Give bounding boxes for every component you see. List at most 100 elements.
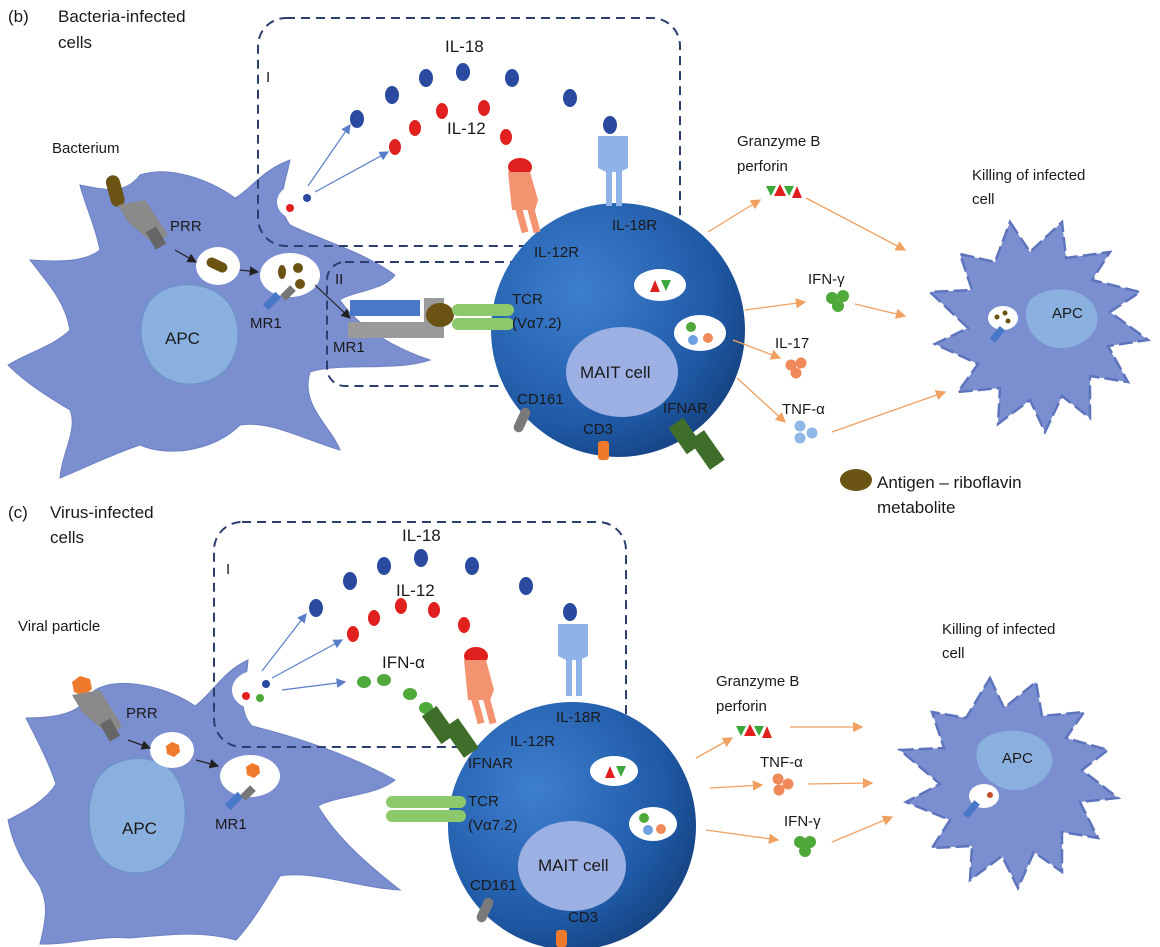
granzyme-b-tri-red — [650, 280, 660, 292]
apc-nucleus-c — [87, 757, 187, 874]
target-apc-label-c: APC — [1002, 750, 1033, 767]
prr-stem-b — [145, 226, 167, 250]
granule-b-2 — [674, 315, 726, 351]
cytokine-vesicle-b — [277, 183, 327, 221]
bacterium-label-b: Bacterium — [52, 140, 120, 157]
ifnar-label-c: IFNAR — [468, 755, 513, 772]
tcr-label-c-2: (Vα7.2) — [468, 817, 518, 834]
arrow-il18-release-c — [261, 613, 307, 672]
tnfa-label-b: TNF-α — [782, 401, 825, 418]
il18r-label-b: IL-18R — [612, 217, 657, 234]
il12-dots-c — [347, 598, 470, 642]
apc-nucleus-b — [140, 283, 240, 386]
mr1-small-c — [224, 791, 244, 811]
target-nucleus-c — [976, 730, 1053, 791]
mait-label-b: MAIT cell — [580, 363, 651, 382]
mr1-label-c: MR1 — [215, 816, 247, 833]
il12r-label-c: IL-12R — [510, 733, 555, 750]
vesicle-il18-b — [303, 194, 311, 202]
killing-label-b-2: cell — [972, 191, 995, 208]
granzyme-icon-b — [766, 184, 802, 198]
legend-antigen-line1: Antigen – riboflavin — [877, 473, 1022, 492]
prr-label-b: PRR — [170, 218, 202, 235]
prr-stem-c — [99, 718, 121, 742]
region-ii-box-b — [326, 261, 571, 387]
tcr-label-c-1: TCR — [468, 793, 499, 810]
granzyme-label-b-1: Granzyme B — [737, 133, 820, 150]
tcr-label-b-1: TCR — [512, 291, 543, 308]
killing-label-b-1: Killing of infected — [972, 167, 1085, 184]
vesicle-il12-b — [286, 204, 294, 212]
cd3-label-c: CD3 — [568, 909, 598, 926]
granule-c-1 — [590, 756, 638, 786]
target-vesicle-b — [988, 306, 1018, 330]
target-mr1-b — [989, 325, 1006, 343]
region-i-label-b: I — [266, 69, 270, 86]
ifnar-receptor-b — [668, 417, 725, 470]
virus-in-vesicle-c — [166, 742, 180, 757]
mait-nucleus-c — [518, 821, 626, 911]
mr1-tcr-complex-b — [348, 298, 514, 338]
granzyme-icon-c — [736, 724, 772, 738]
il17-icon-b — [785, 357, 807, 379]
cd3-receptor-c — [556, 930, 567, 947]
legend-antigen-line2: metabolite — [877, 498, 955, 517]
panel-b: (b) Bacteria-infected cells APC Bacteriu… — [7, 7, 1152, 479]
fragment-b-3 — [295, 279, 305, 289]
arrow-vesicle-mr1-b — [314, 284, 351, 319]
il18-label-c: IL-18 — [402, 526, 441, 545]
panel-b-title-line2: cells — [58, 33, 92, 52]
apc-label-b: APC — [165, 329, 200, 348]
mr1-small-c-grey — [240, 785, 256, 801]
apc-cell-c — [7, 659, 402, 945]
granzyme-label-c-1: Granzyme B — [716, 673, 799, 690]
target-mr1-c — [962, 800, 980, 819]
arrow-il18-release-b — [307, 124, 351, 187]
il18r-b — [598, 136, 628, 206]
ifnar-receptor-c — [421, 705, 479, 758]
arrow-vesicle-vesicle-c — [195, 759, 220, 769]
killing-label-c-1: Killing of infected — [942, 621, 1055, 638]
arrow-prr-vesicle-c — [127, 739, 152, 750]
il18-dots-b — [350, 63, 617, 134]
arrow-il12-release-b — [314, 151, 390, 193]
mr1-small-label-b: MR1 — [250, 315, 282, 332]
ifng-icon-c — [794, 836, 816, 857]
il12r-label-b: IL-12R — [534, 244, 579, 261]
virus-fragment-c — [246, 763, 260, 778]
ifng-label-c: IFN-γ — [784, 813, 821, 830]
fragment-b-1 — [278, 265, 286, 279]
il18r-c — [558, 624, 588, 696]
tcr-label-b-2: (Vα7.2) — [512, 315, 562, 332]
cd3-receptor-b — [598, 441, 609, 460]
panel-b-letter: (b) — [8, 7, 29, 26]
panel-b-title-line1: Bacteria-infected — [58, 7, 186, 26]
viral-particle-label-c: Viral particle — [18, 618, 100, 635]
panel-c-title-line2: cells — [50, 528, 84, 547]
cd161-receptor-c — [476, 897, 494, 923]
legend: Antigen – riboflavin metabolite — [840, 469, 1022, 517]
ifng-label-b: IFN-γ — [808, 271, 845, 288]
mait-nucleus-b — [566, 327, 678, 417]
ifna-label-c: IFN-α — [382, 653, 425, 672]
il12-dots-b — [389, 100, 512, 155]
region-ii-label-b: II — [335, 271, 343, 288]
granzyme-label-b-2: perforin — [737, 158, 788, 175]
granule-b-1 — [634, 269, 686, 301]
tnfa-icon-c — [772, 773, 794, 796]
panel-c-letter: (c) — [8, 503, 28, 522]
il18r-label-c: IL-18R — [556, 709, 601, 726]
target-nucleus-b — [1025, 289, 1098, 349]
region-i-box-c — [213, 521, 627, 748]
tnfa-label-c: TNF-α — [760, 754, 803, 771]
arrow-il12-release-c — [271, 639, 344, 679]
arrow-vesicle-vesicle-b — [239, 266, 260, 276]
cd161-receptor-b — [513, 407, 531, 433]
ifna-dots-c — [357, 674, 433, 714]
arrow-prr-vesicle-b — [174, 249, 198, 263]
il12-label-b: IL-12 — [447, 119, 486, 138]
mr1-small-b-grey — [280, 285, 296, 301]
il18-dots-c — [309, 549, 577, 621]
cd161-label-b: CD161 — [517, 391, 564, 408]
